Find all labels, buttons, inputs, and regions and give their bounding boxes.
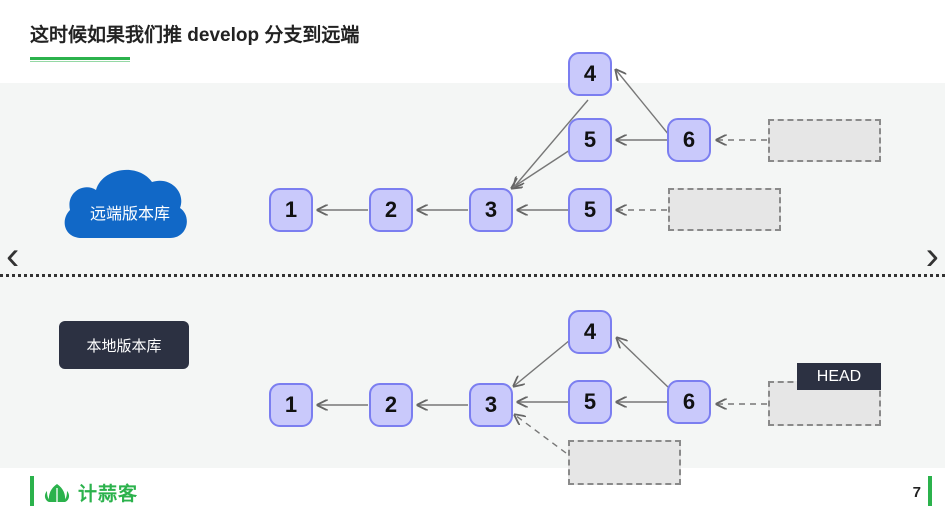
section-divider — [0, 274, 945, 277]
local-edge-6-4 — [617, 338, 670, 389]
remote-branch-pointer-master — [668, 188, 781, 231]
page-accent-bar — [928, 476, 932, 506]
local-repo-label: 本地版本库 — [59, 321, 189, 369]
garlic-logo-icon — [44, 483, 70, 502]
remote-commit-1: 1 — [269, 188, 313, 232]
brand-name: 计蒜客 — [78, 484, 139, 505]
title-underline — [30, 57, 130, 60]
remote-commit-3: 3 — [469, 188, 513, 232]
remote-edge-5a-3 — [512, 149, 571, 188]
local-branch-pointer-master — [568, 440, 681, 485]
local-pointer-edge-3 — [515, 415, 567, 454]
remote-edge-4-3 — [514, 99, 589, 187]
title-underline-thin — [30, 61, 130, 62]
page-number: 7 — [912, 484, 921, 501]
remote-edge-6-4 — [616, 70, 670, 136]
head-tag: HEAD — [797, 363, 881, 390]
local-commit-3: 3 — [469, 383, 513, 427]
remote-commit-6: 6 — [667, 118, 711, 162]
footer-accent-bar — [30, 476, 34, 506]
brand-logo: 计蒜客 — [42, 479, 138, 506]
local-commit-1: 1 — [269, 383, 313, 427]
chevron-right-icon[interactable]: › — [925, 234, 939, 278]
remote-branch-pointer-develop — [768, 119, 881, 162]
local-commit-6: 6 — [667, 380, 711, 424]
remote-commit-5-master: 5 — [568, 188, 612, 232]
cloud-icon — [64, 169, 187, 238]
remote-commit-4: 4 — [568, 52, 612, 96]
local-commit-4: 4 — [568, 310, 612, 354]
remote-repo-label: 远端版本库 — [89, 206, 170, 223]
local-commit-5: 5 — [568, 380, 612, 424]
remote-commit-5-develop: 5 — [568, 118, 612, 162]
chevron-left-icon[interactable]: ‹ — [6, 234, 20, 278]
local-edge-4-3 — [514, 339, 571, 386]
local-commit-2: 2 — [369, 383, 413, 427]
remote-commit-2: 2 — [369, 188, 413, 232]
slide-title: 这时候如果我们推 develop 分支到远端 — [30, 25, 360, 46]
